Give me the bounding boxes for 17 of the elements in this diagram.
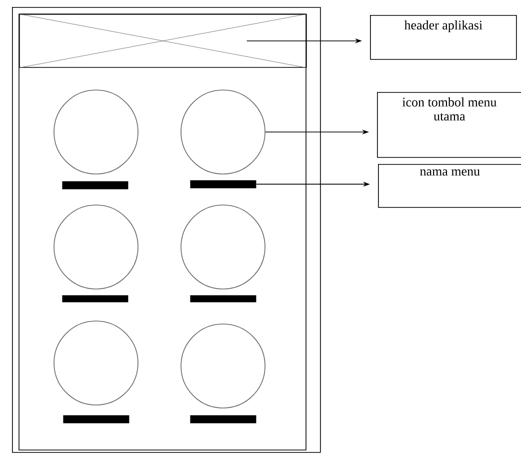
text-bar bbox=[190, 295, 256, 302]
text-bar bbox=[62, 181, 128, 190]
icon-circle bbox=[180, 90, 266, 174]
icon-circle bbox=[180, 204, 266, 290]
text-bar bbox=[62, 295, 128, 302]
text-bar bbox=[190, 180, 256, 188]
label-box: header aplikasi bbox=[370, 15, 517, 60]
image-placeholder bbox=[18, 14, 307, 68]
label-box: nama menu bbox=[378, 164, 521, 208]
icon-circle bbox=[180, 324, 266, 408]
icon-circle bbox=[54, 204, 138, 290]
text-bar bbox=[63, 415, 130, 424]
phone-frame bbox=[12, 6, 321, 453]
label-box: icon tombol menu utama bbox=[377, 92, 521, 158]
text-bar bbox=[190, 415, 256, 424]
icon-circle bbox=[54, 90, 138, 174]
icon-circle bbox=[54, 320, 138, 406]
